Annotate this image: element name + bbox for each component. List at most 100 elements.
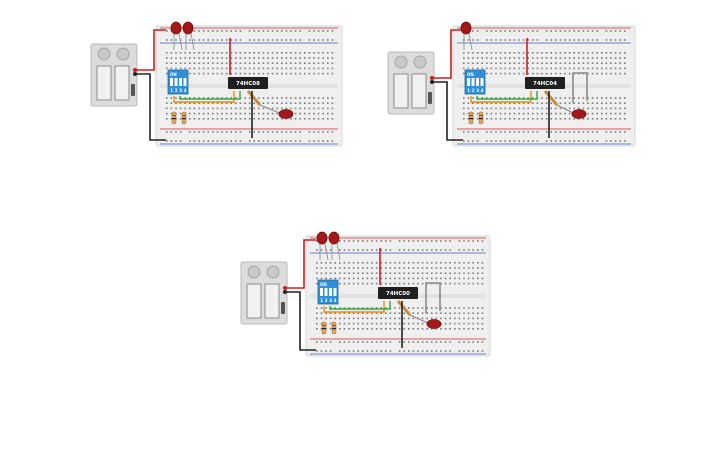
terminal-hole xyxy=(610,52,612,54)
terminal-hole xyxy=(320,307,323,309)
terminal-hole xyxy=(421,317,424,320)
terminal-hole xyxy=(472,107,474,110)
terminal-hole xyxy=(166,107,168,110)
knob-icon xyxy=(97,47,111,61)
rail-hole xyxy=(357,350,359,352)
terminal-hole xyxy=(248,72,251,75)
rail-hole xyxy=(458,350,461,352)
terminal-hole xyxy=(198,57,200,59)
power-switch xyxy=(428,92,432,104)
terminal-hole xyxy=(202,97,205,99)
terminal-hole xyxy=(490,102,493,104)
terminal-hole xyxy=(463,52,465,54)
terminal-hole xyxy=(610,102,612,104)
rail-hole xyxy=(375,350,378,352)
terminal-hole xyxy=(476,67,479,70)
terminal-hole xyxy=(444,322,447,325)
terminal-hole xyxy=(262,112,265,115)
terminal-hole xyxy=(481,267,484,269)
rail-hole xyxy=(380,350,382,352)
terminal-hole xyxy=(352,272,355,274)
rail-hole xyxy=(624,30,626,32)
terminal-hole xyxy=(408,262,410,264)
rail-hole xyxy=(380,240,382,242)
terminal-hole xyxy=(454,317,456,320)
terminal-hole xyxy=(331,67,334,70)
rail-hole xyxy=(408,341,410,343)
terminal-hole xyxy=(541,62,543,64)
terminal-hole xyxy=(325,317,327,320)
terminal-hole xyxy=(175,52,177,54)
terminal-hole xyxy=(290,57,292,59)
terminal-hole xyxy=(486,97,488,99)
terminal-hole xyxy=(403,317,405,320)
terminal-hole xyxy=(486,57,488,59)
terminal-hole xyxy=(198,52,200,54)
terminal-hole xyxy=(421,312,424,314)
rail-hole xyxy=(495,140,497,142)
terminal-hole xyxy=(504,62,506,64)
terminal-hole xyxy=(325,277,327,280)
terminal-hole xyxy=(290,62,292,64)
terminal-hole xyxy=(320,322,323,325)
rail-hole xyxy=(550,140,552,142)
terminal-hole xyxy=(317,52,320,54)
terminal-hole xyxy=(435,317,438,320)
rail-hole xyxy=(207,131,209,133)
terminal-hole xyxy=(267,112,269,115)
terminal-hole xyxy=(331,118,334,120)
terminal-hole xyxy=(221,102,223,104)
terminal-hole xyxy=(499,62,502,64)
terminal-hole xyxy=(619,102,621,104)
terminal-hole xyxy=(624,72,626,75)
terminal-hole xyxy=(426,272,428,274)
terminal-hole xyxy=(518,97,520,99)
terminal-hole xyxy=(198,62,200,64)
terminal-hole xyxy=(518,72,520,75)
terminal-hole xyxy=(212,97,214,99)
terminal-hole xyxy=(352,322,355,325)
terminal-hole xyxy=(385,328,387,330)
terminal-hole xyxy=(239,118,242,120)
terminal-hole xyxy=(184,57,186,59)
terminal-hole xyxy=(582,97,585,99)
rail-hole xyxy=(389,240,392,242)
terminal-hole xyxy=(235,57,237,59)
terminal-hole xyxy=(371,307,373,309)
terminal-hole xyxy=(357,267,359,269)
terminal-hole xyxy=(596,72,598,75)
terminal-hole xyxy=(596,102,598,104)
terminal-hole xyxy=(398,267,401,269)
terminal-hole xyxy=(362,277,364,280)
terminal-hole xyxy=(271,52,274,54)
terminal-hole xyxy=(166,72,168,75)
rail-hole xyxy=(495,39,497,41)
rail-hole xyxy=(375,240,378,242)
terminal-hole xyxy=(431,277,433,280)
terminal-hole xyxy=(179,112,182,115)
rail-hole xyxy=(316,350,318,352)
terminal-hole xyxy=(290,102,292,104)
dip-toggle xyxy=(179,78,182,86)
rail-hole xyxy=(440,350,442,352)
terminal-hole xyxy=(481,322,484,325)
terminal-hole xyxy=(225,107,228,110)
rail-hole xyxy=(212,131,214,133)
terminal-hole xyxy=(486,72,488,75)
rail-hole xyxy=(472,249,474,251)
rail-hole xyxy=(175,39,177,41)
rail-hole xyxy=(467,249,470,251)
terminal-hole xyxy=(235,67,237,70)
rail-hole xyxy=(467,341,470,343)
terminal-hole xyxy=(320,317,323,320)
terminal-hole xyxy=(486,62,488,64)
rail-hole xyxy=(331,140,334,142)
rail-hole xyxy=(170,131,173,133)
terminal-hole xyxy=(499,97,502,99)
terminal-hole xyxy=(304,72,306,75)
output-resistor xyxy=(246,90,262,106)
terminal-hole xyxy=(179,102,182,104)
terminal-hole xyxy=(550,72,552,75)
terminal-hole xyxy=(509,107,511,110)
